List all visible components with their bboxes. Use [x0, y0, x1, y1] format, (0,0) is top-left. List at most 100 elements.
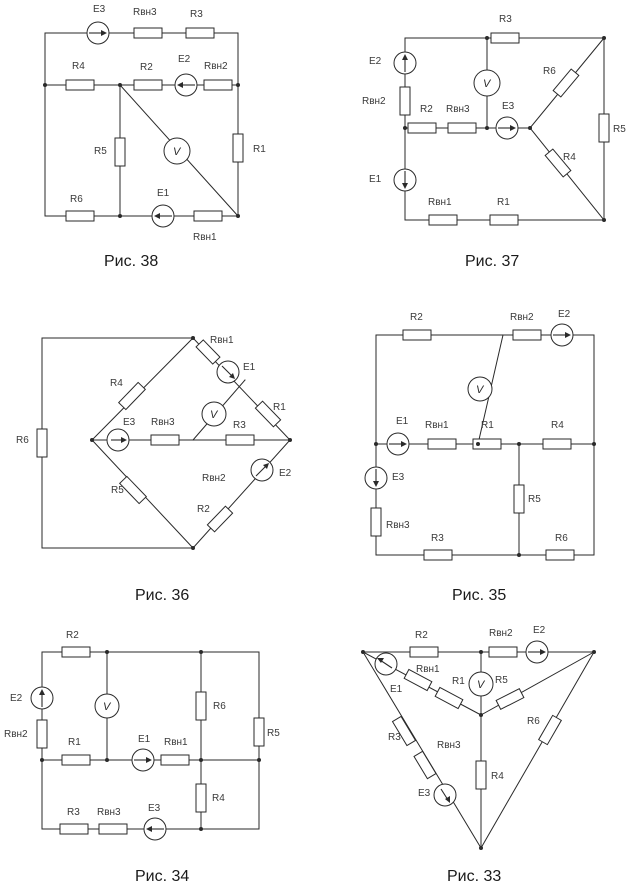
fig34-caption: Рис. 34 [135, 868, 189, 884]
fig34-label-E2: E2 [10, 693, 23, 704]
fig34-label-R-vn1: Rвн1 [164, 737, 188, 748]
fig38-label-E1: E1 [157, 188, 170, 199]
fig33-label-R3: R3 [388, 732, 401, 743]
fig36-label-E2: E2 [279, 468, 292, 479]
fig35-label-R-vn3: Rвн3 [386, 520, 410, 531]
fig33-label-R1: R1 [452, 676, 465, 687]
fig35-label-R3: R3 [431, 533, 444, 544]
fig37-label-R-vn3: Rвн3 [446, 104, 470, 115]
fig33-E1-source [374, 652, 398, 676]
fig36-label-R-vn1: Rвн1 [210, 335, 234, 346]
fig34-E1-source [131, 748, 155, 772]
fig38-R4-resistor [65, 79, 95, 91]
fig38-R3-resistor [185, 27, 215, 39]
fig33-label-E2: E2 [533, 625, 546, 636]
fig36-label-R1: R1 [273, 402, 286, 413]
fig35-R5-resistor [513, 484, 525, 514]
fig37-label-R1: R1 [497, 197, 510, 208]
fig35-label-R2: R2 [410, 312, 423, 323]
fig36-caption: Рис. 36 [135, 587, 189, 604]
fig35-E1-source [386, 432, 410, 456]
fig37-label-E2: E2 [369, 56, 382, 67]
fig33-label-R6: R6 [527, 716, 540, 727]
fig37-label-R5: R5 [613, 124, 626, 135]
fig34-label-V: V [103, 701, 112, 713]
fig33-R-vn3-resistor [413, 750, 437, 780]
fig38-label-R4: R4 [72, 61, 85, 72]
fig35-label-R6: R6 [555, 533, 568, 544]
fig38-R-vn2-resistor [203, 79, 233, 91]
fig33-label-E1: E1 [390, 684, 403, 695]
fig36-R5-resistor [118, 475, 148, 505]
fig38-R5-resistor [114, 137, 126, 167]
fig37-label-E3: E3 [502, 101, 515, 112]
fig38-caption: Рис. 38 [104, 253, 158, 270]
fig38-E2-source [174, 73, 198, 97]
fig38-label-V: V [173, 146, 182, 158]
fig36-E2-source [250, 458, 274, 482]
fig36-label-E3: E3 [123, 417, 136, 428]
fig34-voltmeter [94, 693, 120, 719]
fig34-R4-resistor [195, 783, 207, 813]
fig33-label-V: V [477, 679, 486, 691]
fig37-R3-resistor [490, 32, 520, 44]
fig36-R3-resistor [225, 434, 255, 446]
fig37-R-vn3-resistor [447, 122, 477, 134]
fig35-voltmeter [467, 376, 493, 402]
fig33-R3-resistor [391, 715, 417, 747]
fig36-R4-resistor [117, 381, 147, 411]
fig35-R6-resistor [545, 549, 575, 561]
fig33-label-R-vn3: Rвн3 [437, 740, 461, 751]
fig38-R1-resistor [232, 133, 244, 163]
figure-35: R2 Rвн2 E2 V E1 Rвн1 R1 R4 E3 R5 Rвн3 R3… [364, 309, 596, 604]
fig36-R1-resistor [254, 400, 282, 428]
fig37-R5-resistor [598, 113, 610, 143]
fig37-E2-source [393, 51, 417, 75]
fig34-E3-source [143, 817, 167, 841]
fig38-label-R5: R5 [94, 146, 107, 157]
figure-36: Rвн1 E1 R4 V R1 R6 E3 Rвн3 R3 Rвн2 E2 R5… [16, 335, 292, 604]
fig35-caption: Рис. 35 [452, 587, 506, 604]
fig35-R4-resistor [542, 438, 572, 450]
fig36-E3-source [106, 428, 130, 452]
fig35-label-R4: R4 [551, 420, 564, 431]
fig37-label-V: V [483, 78, 492, 90]
fig34-R5-resistor [253, 717, 265, 747]
fig38-R-vn1-resistor [193, 210, 223, 222]
fig37-label-E1: E1 [369, 174, 382, 185]
fig35-label-R-vn1: Rвн1 [425, 420, 449, 431]
fig33-label-R4: R4 [491, 771, 504, 782]
fig34-R3-resistor [59, 823, 89, 835]
fig36-R-vn3-resistor [150, 434, 180, 446]
fig36-E1-source [216, 360, 240, 384]
fig35-label-V: V [476, 384, 485, 396]
fig37-R-vn1-resistor [428, 214, 458, 226]
fig38-label-R3: R3 [190, 9, 203, 20]
fig37-voltmeter [473, 69, 501, 97]
fig38-label-E3: E3 [93, 4, 106, 15]
fig36-label-R5: R5 [111, 485, 124, 496]
fig34-label-E1: E1 [138, 734, 151, 745]
figure-34: R2 E2 Rвн2 V R6 R5 R1 E1 Rвн1 R4 R3 Rвн3… [4, 630, 280, 884]
fig34-label-R4: R4 [212, 793, 225, 804]
fig37-label-R6: R6 [543, 66, 556, 77]
fig34-label-R5: R5 [267, 728, 280, 739]
fig38-R2-resistor [133, 79, 163, 91]
fig34-R-vn3-resistor [98, 823, 128, 835]
fig33-caption: Рис. 33 [447, 868, 501, 884]
fig37-label-R3: R3 [499, 14, 512, 25]
fig36-label-R-vn2: Rвн2 [202, 473, 226, 484]
fig34-label-R2: R2 [66, 630, 79, 641]
fig34-label-R3: R3 [67, 807, 80, 818]
fig34-label-R-vn2: Rвн2 [4, 729, 28, 740]
fig33-R2-resistor [409, 646, 439, 658]
fig37-E1-source [393, 168, 417, 192]
fig38-R6-resistor [65, 210, 95, 222]
fig35-label-E1: E1 [396, 416, 409, 427]
fig33-voltmeter [468, 671, 494, 697]
fig35-R2-resistor [402, 329, 432, 341]
figure-37: R3 E2 Rвн2 V R6 R2 Rвн3 E3 R5 R4 E1 Rвн1… [362, 14, 626, 270]
fig35-E3-source [364, 466, 388, 490]
fig33-R-vn2-resistor [488, 646, 518, 658]
